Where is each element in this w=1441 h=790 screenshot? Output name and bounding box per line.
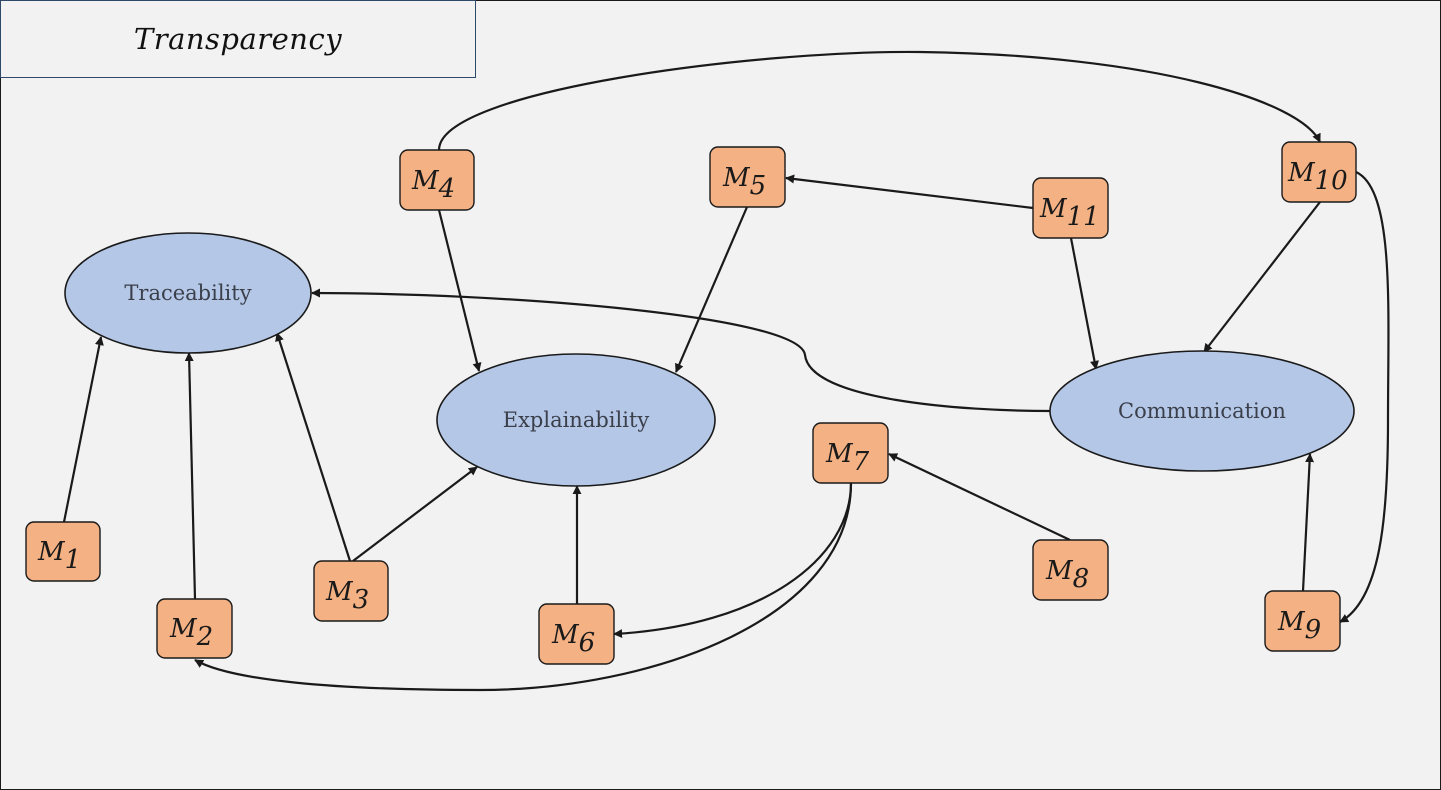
svg-text:M2: M2	[169, 614, 213, 652]
method-m3-sub: 3	[353, 585, 370, 615]
edge-m11-m5	[785, 174, 1034, 210]
method-m4-sub: 4	[438, 174, 456, 204]
method-m7-sub: 7	[853, 447, 870, 477]
method-m4: M4	[399, 149, 475, 211]
method-m11: M11	[1032, 177, 1109, 239]
concept-traceability-label: Traceability	[124, 281, 251, 305]
method-m8-sub: 8	[1073, 564, 1090, 594]
edge-m4-explainability	[437, 209, 482, 372]
edge-m3-explainability	[352, 466, 478, 562]
edge-m7-m6	[613, 482, 853, 639]
method-m2: M2	[156, 598, 233, 659]
svg-text:M10: M10	[1287, 158, 1348, 196]
method-m2-sub: 2	[196, 622, 214, 652]
edge-m10-m9	[1339, 171, 1390, 623]
method-m1: M1	[25, 521, 101, 582]
edge-m3-traceability	[275, 332, 352, 562]
method-m4-letter: M	[411, 166, 440, 196]
method-m9: M9	[1264, 590, 1341, 652]
method-m5-sub: 5	[750, 171, 767, 201]
method-m6-letter: M	[551, 620, 580, 650]
method-m1-letter: M	[37, 537, 66, 567]
edge-m1-traceability	[62, 336, 104, 523]
method-m10: M10	[1281, 141, 1357, 203]
svg-text:M9: M9	[1277, 607, 1321, 645]
method-m6-sub: 6	[579, 628, 596, 658]
concept-communication: Communication	[1049, 350, 1355, 472]
svg-text:M3: M3	[325, 577, 369, 615]
concept-traceability: Traceability	[64, 232, 312, 354]
method-m10-sub: 10	[1315, 166, 1348, 196]
method-m11-letter: M	[1039, 194, 1068, 224]
svg-text:M6: M6	[551, 620, 595, 658]
method-m7: M7	[812, 422, 889, 484]
method-m9-letter: M	[1277, 607, 1306, 637]
method-m5: M5	[709, 146, 786, 208]
method-m8-letter: M	[1045, 556, 1074, 586]
method-m10-letter: M	[1287, 158, 1316, 188]
edge-m9-communication	[1301, 453, 1315, 592]
svg-text:M1: M1	[37, 537, 81, 575]
diagram-title: Transparency	[0, 0, 476, 78]
edge-m7-m2	[194, 482, 853, 692]
edge-m4-m10	[437, 50, 1321, 151]
method-m11-sub: 11	[1067, 202, 1100, 232]
svg-text:M4: M4	[411, 166, 455, 204]
method-m3-letter: M	[325, 577, 354, 607]
method-m5-letter: M	[722, 163, 751, 193]
concept-explainability: Explainability	[436, 353, 716, 487]
svg-text:M5: M5	[722, 163, 766, 201]
svg-text:M11: M11	[1039, 194, 1100, 232]
method-m2-letter: M	[169, 614, 198, 644]
method-m9-sub: 9	[1305, 615, 1322, 645]
edge-m8-m7	[888, 453, 1071, 541]
svg-text:M7: M7	[825, 439, 870, 477]
edge-m5-explainability	[674, 206, 749, 373]
edge-communication-traceability	[311, 288, 1052, 413]
concept-communication-label: Communication	[1118, 399, 1286, 423]
method-m3: M3	[313, 560, 389, 622]
method-m6: M6	[538, 603, 615, 665]
method-m1-sub: 1	[65, 545, 82, 575]
edge-m10-communication	[1203, 201, 1321, 353]
method-m7-letter: M	[825, 439, 854, 469]
method-m8: M8	[1032, 539, 1109, 601]
concept-explainability-label: Explainability	[503, 408, 650, 432]
edge-m11-communication	[1069, 237, 1099, 370]
edge-m2-traceability	[184, 352, 197, 600]
svg-text:M8: M8	[1045, 556, 1089, 594]
